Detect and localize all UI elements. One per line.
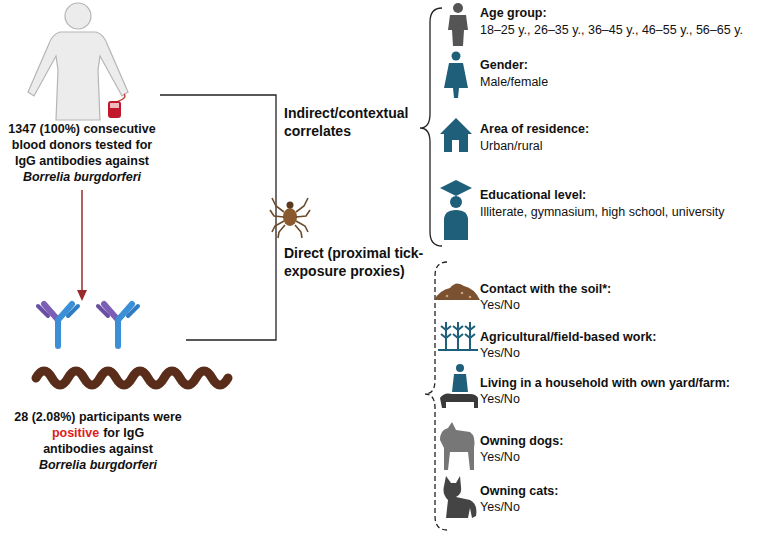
text-line: Direct (proximal tick-exposure proxies) [284,244,464,280]
text-line: Owning dogs: [480,434,563,449]
label-text: Agricultural/field-based work: [480,330,656,344]
blood-bag [108,94,125,118]
text-line: Living in a household with own yard/farm… [480,376,730,391]
gender-icon [444,52,468,99]
label-text: Living in a household with own yard/farm… [480,376,730,390]
label-text: for IgG [103,426,144,440]
text-line: Agricultural/field-based work: [480,330,656,345]
label-text: Age group: [480,6,547,20]
label-text: Area of residence: [480,122,589,136]
label-text: Indirect/contextual correlates [284,105,408,139]
text-line: Urban/rural [480,139,543,154]
label-text: positive [52,426,99,440]
label-text: Owning cats: [480,484,558,498]
flow-arrow [77,190,87,301]
spirochete-bacterium [36,371,228,385]
value-text: Urban/rural [480,139,543,153]
text-line: 28 (2.08%) participants were [14,410,181,425]
antibody-icon [38,304,78,346]
text-line: Yes/No [480,346,520,361]
antibody-icon [98,304,138,346]
label-text: 1347 (100%) consecutive [8,122,155,136]
text-line: Indirect/contextual correlates [284,104,429,140]
house-icon [440,118,472,152]
value-text: Male/female [480,75,548,89]
text-line: Yes/No [480,450,520,465]
text-line: Yes/No [480,500,520,515]
label-text: 28 (2.08%) participants were [14,410,181,424]
text-line: antibodies against [43,442,153,457]
soil-icon [434,283,480,300]
text-line: Area of residence: [480,122,589,137]
text-line: positive for IgG [52,426,144,441]
label-text: IgG antibodies against [15,154,149,168]
group-bracket [160,95,276,340]
text-line: Yes/No [480,298,520,313]
text-line: Borrelia burgdorferi [39,458,157,473]
label-text: Gender: [480,58,528,72]
text-line: Yes/No [480,392,520,407]
value-text: Illiterate, gymnasium, high school, univ… [480,205,725,219]
value-text: Yes/No [480,346,520,360]
label-text: Owning dogs: [480,434,563,448]
label-text: blood donors tested for [12,138,152,152]
human-figure [28,3,128,120]
graduate-icon [440,180,472,240]
text-line: Gender: [480,58,528,73]
label-text: antibodies against [43,442,153,456]
label-text: Borrelia burgdorferi [39,458,157,472]
text-line: 18–25 y., 26–35 y., 36–45 y., 46–55 y., … [480,23,743,38]
value-text: 18–25 y., 26–35 y., 36–45 y., 46–55 y., … [480,23,743,37]
value-text: Yes/No [480,500,520,514]
text-line: IgG antibodies against [15,154,149,169]
value-text: Yes/No [480,298,520,312]
text-line: Illiterate, gymnasium, high school, univ… [480,205,725,220]
person-icon [448,3,468,46]
text-line: Educational level: [480,188,586,203]
tick-icon [270,198,310,238]
label-text: Educational level: [480,188,586,202]
value-text: Yes/No [480,392,520,406]
cat-icon [444,476,477,518]
crops-icon [438,322,478,350]
text-line: Male/female [480,75,548,90]
text-line: Contact with the soil*: [480,282,611,297]
label-text: Borrelia burgdorferi [23,170,141,184]
text-line: Owning cats: [480,484,558,499]
farm-icon [440,364,478,408]
curly-brace [420,8,442,246]
dog-icon [440,422,475,470]
value-text: Yes/No [480,450,520,464]
label-text: Contact with the soil*: [480,282,611,296]
text-line: blood donors tested for [12,138,152,153]
text-line: Age group: [480,6,547,21]
text-line: Borrelia burgdorferi [23,170,141,185]
text-line: 1347 (100%) consecutive [8,122,155,137]
label-text: Direct (proximal tick-exposure proxies) [284,245,423,279]
